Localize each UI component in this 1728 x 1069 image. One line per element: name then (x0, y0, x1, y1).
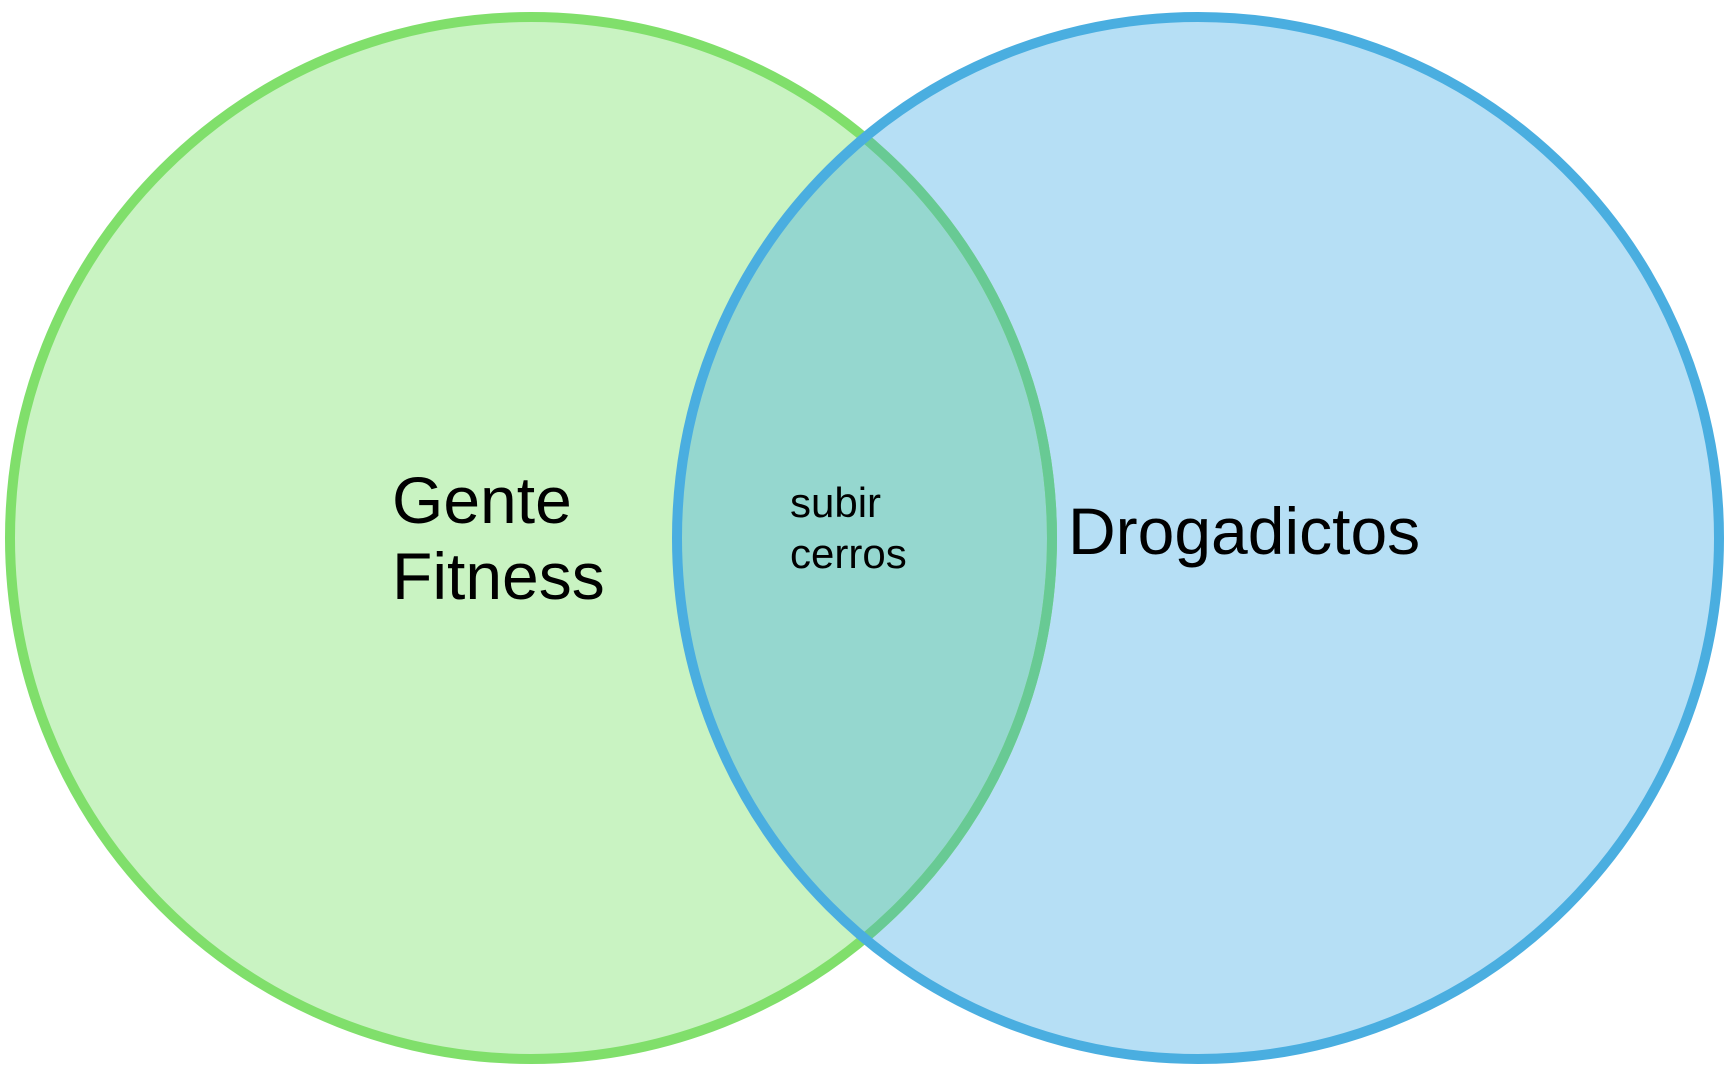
right-set-outline (672, 12, 1724, 1064)
right-set-label: Drogadictos (1068, 494, 1420, 568)
intersection-label-line-2: cerros (790, 530, 907, 577)
intersection-label: subir cerros (790, 479, 907, 577)
intersection-region (677, 17, 1052, 1059)
right-set-label-line-1: Drogadictos (1068, 494, 1420, 568)
left-set-label-line-1: Gente (392, 463, 572, 537)
left-arc-in-intersection (677, 17, 1057, 1059)
intersection-label-line-1: subir (790, 479, 881, 526)
left-set-label: Gente Fitness (392, 463, 605, 613)
left-set-label-line-2: Fitness (392, 539, 605, 613)
